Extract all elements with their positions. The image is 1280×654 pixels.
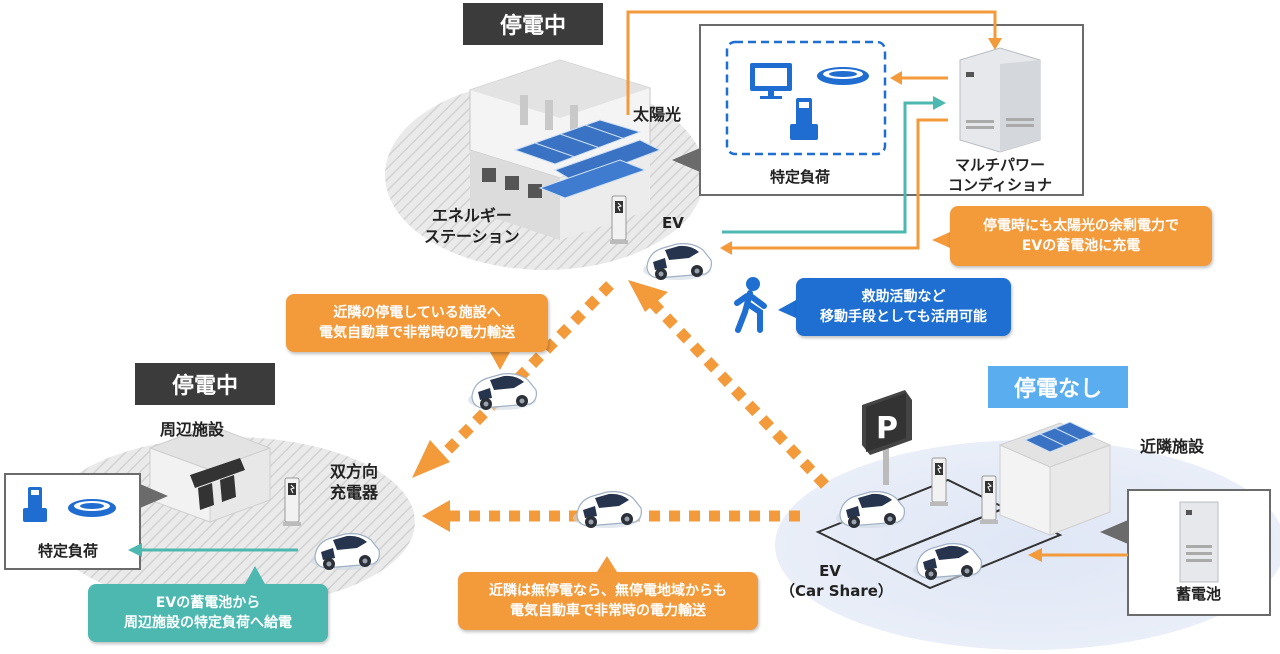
phone-icon-left — [23, 487, 47, 522]
callout-tail-neighbor — [490, 352, 510, 370]
monitor-icon — [750, 63, 792, 99]
battery-to-facility-arrow — [1028, 548, 1128, 562]
ev-supply-arrow — [128, 543, 298, 557]
solar-to-conditioner-arrow — [626, 10, 1002, 115]
callout-tail-no-outage — [597, 556, 617, 572]
ev-charger-top — [609, 195, 629, 245]
nearby-facility-label: 近隣施設 — [1140, 437, 1205, 456]
specific-load-label-top: 特定負荷 — [770, 168, 831, 186]
bidirectional-label-line1: 双方向 — [330, 462, 379, 481]
conditioner-to-load-arrow — [890, 71, 948, 85]
solar-panels-top — [513, 119, 662, 199]
surrounding-facility-building — [148, 424, 272, 523]
callout-ev-supply-line1: EVの蓄電池から — [155, 594, 261, 611]
status-tag-outage-top: 停電中 — [463, 3, 603, 45]
mpc-label-line1: マルチパワー — [954, 156, 1045, 174]
ev-car-share-line1: EV — [819, 562, 841, 580]
solar-label: 太陽光 — [633, 105, 682, 124]
callout-no-outage-transport: 近隣は無停電なら、無停電地域からも 電気自動車で非常時の電力輸送 — [458, 572, 758, 630]
battery-label: 蓄電池 — [1176, 585, 1222, 603]
conditioner-to-ev-arrow — [720, 118, 948, 255]
bidirectional-label-line2: 充電器 — [330, 482, 379, 502]
surrounding-facility-label: 周辺施設 — [160, 420, 225, 439]
callout-neighbor-line2: 電気自動車で非常時の電力輸送 — [319, 325, 515, 341]
callout-tail-solar — [932, 232, 950, 248]
nearby-facility-building — [998, 421, 1112, 536]
energy-station-label-line1: エネルギー — [431, 206, 512, 225]
container-pointer — [672, 148, 700, 172]
ev-car-transport-lower — [572, 491, 643, 529]
phone-icon — [790, 98, 818, 140]
transport-arrow-station-to-left — [412, 281, 614, 478]
ev-to-conditioner-arrow — [722, 96, 946, 234]
callout-tail-supply — [245, 566, 265, 584]
left-box-pointer — [140, 484, 168, 508]
callout-rescue-line1: 救助活動など — [861, 288, 946, 305]
ev-car-transport-upper — [467, 373, 538, 411]
status-tag-outage-left: 停電中 — [135, 363, 275, 405]
charger-parking-1 — [929, 457, 949, 507]
specific-load-label-left: 特定負荷 — [38, 542, 99, 560]
callout-solar-charge-line2: EVの蓄電池に充電 — [1021, 238, 1141, 254]
charger-parking-2 — [979, 475, 999, 525]
bidirectional-charger — [282, 477, 302, 527]
callout-ev-supply-line2: 周辺施設の特定負荷へ給電 — [124, 615, 292, 631]
callout-solar-charge-line1: 停電時にも太陽光の余剰電力で — [983, 217, 1179, 234]
svg-text:P: P — [876, 411, 898, 446]
mpc-label-line2: コンディショナ — [948, 175, 1052, 194]
bidirectional-charger-label: 双方向 充電器 — [330, 462, 378, 504]
callout-no-outage-line2: 電気自動車で非常時の電力輸送 — [510, 603, 706, 619]
ceiling-light-icon-left — [68, 499, 116, 517]
ev-car-share-label: EV （Car Share） — [780, 562, 893, 601]
multi-power-conditioner-cabinet — [959, 47, 1041, 153]
callout-tail-rescue — [778, 300, 796, 318]
ceiling-light-icon — [817, 67, 869, 85]
callout-ev-supply: EVの蓄電池から 周辺施設の特定負荷へ給電 — [88, 584, 328, 642]
ev-car-top — [642, 243, 713, 281]
status-tag-no-outage: 停電なし — [988, 366, 1128, 408]
transport-arrow-nearby-to-station — [628, 280, 829, 489]
ev-label-top: EV — [662, 214, 684, 232]
battery-box-pointer — [1100, 520, 1128, 544]
specific-load-group-top — [725, 40, 887, 156]
mpc-label: マルチパワー コンディショナ — [948, 156, 1052, 195]
callout-solar-charge: 停電時にも太陽光の余剰電力で EVの蓄電池に充電 — [950, 206, 1212, 266]
callout-rescue: 救助活動など 移動手段としても活用可能 — [796, 278, 1011, 336]
transport-arrow-nearby-to-left — [422, 500, 800, 532]
parking-icon: P — [862, 390, 912, 485]
callout-rescue-line2: 移動手段としても活用可能 — [820, 309, 987, 325]
battery-cabinet — [1179, 501, 1219, 583]
callout-neighbor-transport: 近隣の停電している施設へ 電気自動車で非常時の電力輸送 — [286, 294, 548, 352]
callout-no-outage-line1: 近隣は無停電なら、無停電地域からも — [489, 582, 727, 599]
energy-station-label-line2: ステーション — [424, 226, 520, 246]
ev-car-share-line2: （Car Share） — [780, 581, 893, 600]
callout-neighbor-line1: 近隣の停電している施設へ — [333, 304, 501, 321]
energy-station-label: エネルギー ステーション — [424, 206, 520, 248]
walking-person-icon — [734, 277, 767, 333]
